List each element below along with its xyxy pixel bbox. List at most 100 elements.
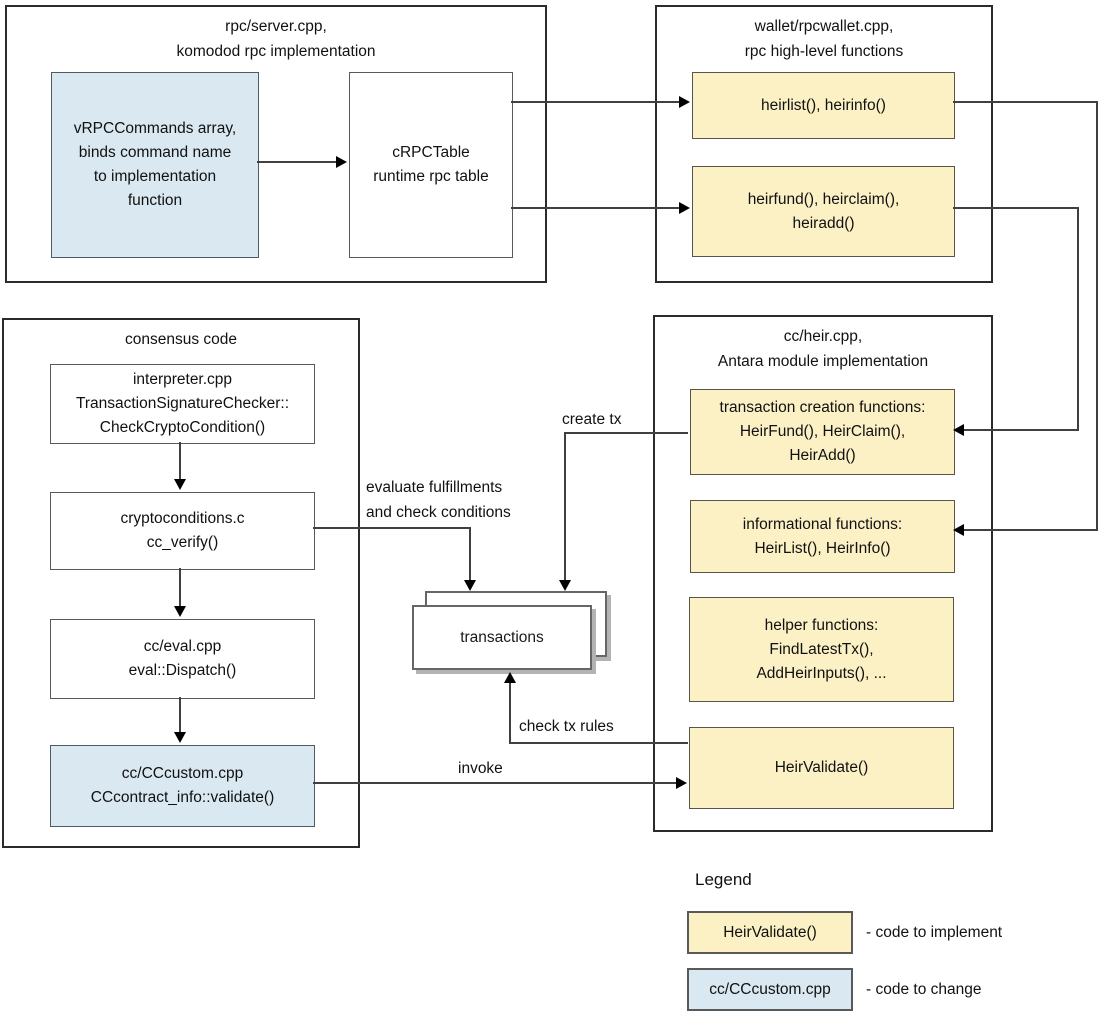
arrowhead-tx-creation [953, 424, 964, 436]
box-line: cryptoconditions.c [120, 510, 245, 527]
connector-invoke [313, 782, 676, 784]
edge-label-line: and check conditions [366, 504, 511, 521]
title-line: cc/heir.cpp, [783, 328, 863, 345]
box-line: transaction creation functions: [719, 399, 926, 416]
connector-heirfund-down-2 [1077, 207, 1079, 431]
arrowhead-evaluate [464, 580, 476, 591]
container-wallet: wallet/rpcwallet.cpp, rpc high-level fun… [655, 5, 993, 283]
container-rpc-server: rpc/server.cpp, komodod rpc implementati… [5, 5, 547, 283]
connector-vrpc-crpc [257, 161, 336, 163]
box-line: FindLatestTx(), [769, 640, 874, 658]
container-heir: cc/heir.cpp, Antara module implementatio… [653, 315, 993, 832]
arrowhead-informational [953, 524, 964, 536]
box-line: cc_verify() [146, 534, 219, 551]
box-line: helper functions: [764, 616, 879, 634]
connector-heirfund-down-3 [964, 429, 1079, 431]
container-rpc-server-title: rpc/server.cpp, komodod rpc implementati… [7, 14, 545, 64]
box-heirvalidate: HeirValidate() [689, 727, 954, 809]
box-line: heirlist(), heirinfo() [761, 96, 886, 114]
title-line: rpc high-level functions [744, 43, 904, 60]
legend-title: Legend [695, 870, 752, 889]
title-line: Antara module implementation [717, 353, 929, 370]
box-interpreter: interpreter.cpp TransactionSignatureChec… [50, 364, 315, 444]
edge-label-create-tx: create tx [562, 411, 622, 428]
title-line: wallet/rpcwallet.cpp, [754, 18, 894, 35]
box-helper-functions: helper functions: FindLatestTx(), AddHei… [689, 597, 954, 702]
box-crpctable: cRPCTable runtime rpc table [349, 72, 513, 258]
container-consensus: consensus code interpreter.cpp Transacti… [2, 318, 360, 848]
box-line: cc/CCcustom.cpp [121, 765, 244, 782]
box-line: TransactionSignatureChecker:: [75, 395, 290, 412]
legend-swatch-change: cc/CCcustom.cpp [687, 968, 853, 1011]
arrowhead-crpc-heirfund [679, 202, 690, 214]
connector-create-tx-2 [564, 432, 566, 581]
title-line: consensus code [124, 331, 238, 348]
connector-interpreter-crypto [179, 442, 181, 480]
box-cryptoconditions: cryptoconditions.c cc_verify() [50, 492, 315, 570]
legend-desc-implement: - code to implement [866, 923, 1003, 941]
edge-label-invoke: invoke [458, 760, 503, 777]
arrowhead-vrpc-crpc [336, 156, 347, 168]
box-line: interpreter.cpp [132, 371, 233, 388]
box-line: HeirValidate() [774, 759, 869, 776]
container-heir-title: cc/heir.cpp, Antara module implementatio… [655, 324, 991, 374]
connector-crypto-eval [179, 568, 181, 607]
legend-swatch-label: HeirValidate() [723, 923, 817, 941]
box-line: cc/eval.cpp [143, 638, 222, 655]
box-line: vRPCCommands array, [73, 120, 237, 137]
connector-crpc-heirlist [511, 101, 679, 103]
box-line: binds command name [78, 144, 232, 161]
connector-heirfund-down-1 [953, 207, 1079, 209]
box-line: HeirAdd() [789, 447, 856, 464]
container-consensus-title: consensus code [4, 327, 358, 352]
box-heirfund-heirclaim-heiradd: heirfund(), heirclaim(), heiradd() [692, 166, 955, 257]
box-line: CheckCryptoCondition() [99, 419, 266, 436]
transactions-sheet-front: transactions [412, 605, 592, 670]
arrowhead-eval-cccustom [174, 732, 186, 743]
box-line: HeirFund(), HeirClaim(), [739, 423, 906, 440]
legend-swatch-implement: HeirValidate() [687, 911, 853, 954]
connector-evaluate-2 [469, 527, 471, 581]
box-informational-functions: informational functions: HeirList(), Hei… [690, 500, 955, 573]
box-line: heirfund(), heirclaim(), [747, 190, 900, 208]
connector-heirlist-down-3 [964, 529, 1098, 531]
connector-check-tx-2 [509, 683, 511, 743]
box-line: function [127, 192, 183, 209]
box-cccustom: cc/CCcustom.cpp CCcontract_info::validat… [50, 745, 315, 827]
arrowhead-check-tx [504, 672, 516, 683]
legend-swatch-label: cc/CCcustom.cpp [709, 980, 831, 998]
box-eval-dispatch: cc/eval.cpp eval::Dispatch() [50, 619, 315, 699]
container-wallet-title: wallet/rpcwallet.cpp, rpc high-level fun… [657, 14, 991, 64]
box-line: eval::Dispatch() [128, 662, 237, 679]
box-tx-creation-functions: transaction creation functions: HeirFund… [690, 389, 955, 475]
box-line: cRPCTable [392, 144, 470, 161]
arrowhead-crpc-heirlist [679, 96, 690, 108]
box-line: CCcontract_info::validate() [90, 789, 275, 806]
title-line: rpc/server.cpp, [225, 18, 327, 35]
connector-eval-cccustom [179, 697, 181, 733]
connector-heirlist-down-2 [1096, 101, 1098, 531]
arrowhead-invoke [676, 777, 687, 789]
arrowhead-interpreter-crypto [174, 479, 186, 490]
connector-crpc-heirfund [511, 207, 679, 209]
box-line: informational functions: [742, 515, 903, 533]
legend-desc-change: - code to change [866, 980, 982, 998]
edge-label-line: evaluate fulfillments [366, 479, 503, 496]
arrowhead-create-tx [559, 580, 571, 591]
title-line: komodod rpc implementation [176, 43, 376, 60]
connector-heirlist-down-1 [953, 101, 1098, 103]
connector-evaluate-1 [313, 527, 471, 529]
connector-check-tx-1 [509, 742, 688, 744]
box-vrpccommands: vRPCCommands array, binds command name t… [51, 72, 259, 258]
box-line: to implementation [93, 168, 217, 185]
edge-label-evaluate: evaluate fulfillments and check conditio… [366, 475, 511, 525]
box-line: heiradd() [792, 214, 855, 232]
edge-label-check-tx-rules: check tx rules [519, 718, 614, 735]
box-line: AddHeirInputs(), ... [756, 664, 887, 682]
connector-create-tx-1 [565, 432, 688, 434]
box-heirlist-heirinfo: heirlist(), heirinfo() [692, 72, 955, 139]
arrowhead-crypto-eval [174, 606, 186, 617]
transactions-label: transactions [460, 628, 544, 646]
box-line: runtime rpc table [373, 168, 489, 185]
